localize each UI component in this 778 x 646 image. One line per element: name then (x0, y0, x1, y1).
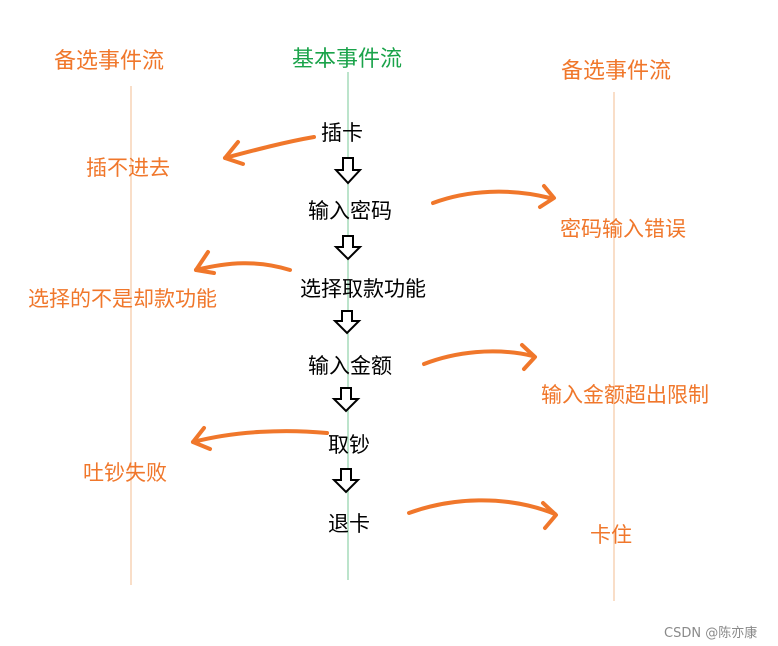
alt-card-insert-fail: 插不进去 (86, 156, 170, 180)
down-arrow-icon (331, 387, 361, 413)
step-enter-password: 输入密码 (308, 199, 392, 223)
down-arrow-icon (331, 468, 361, 494)
alt-wrong-password: 密码输入错误 (560, 217, 686, 241)
step-dispense-cash: 取钞 (328, 433, 370, 457)
down-arrow-icon (332, 310, 362, 335)
left-alternate-flow-header: 备选事件流 (54, 49, 165, 74)
down-arrow-icon (333, 157, 363, 185)
right-alternate-flow-header: 备选事件流 (561, 59, 672, 84)
basic-flow-header: 基本事件流 (292, 47, 403, 72)
watermark: CSDN @陈亦康 (664, 626, 758, 641)
arrow-to-cash-fail (191, 426, 329, 451)
step-eject-card: 退卡 (328, 512, 370, 536)
arrow-to-card-stuck (407, 498, 558, 530)
down-arrow-icon (333, 235, 363, 261)
arrow-to-card-insert-fail (223, 135, 316, 166)
arrow-to-amount-over-limit (422, 343, 537, 371)
alt-amount-over-limit: 输入金额超出限制 (541, 383, 709, 407)
step-enter-amount: 输入金额 (308, 354, 392, 378)
alt-wrong-function: 选择的不是却款功能 (28, 287, 217, 311)
alt-cash-fail: 吐钞失败 (83, 461, 167, 485)
arrow-to-wrong-password (431, 184, 556, 209)
arrow-to-wrong-function (194, 250, 292, 275)
alt-card-stuck: 卡住 (590, 523, 632, 547)
step-insert-card: 插卡 (321, 121, 363, 145)
step-select-withdraw: 选择取款功能 (300, 277, 426, 301)
